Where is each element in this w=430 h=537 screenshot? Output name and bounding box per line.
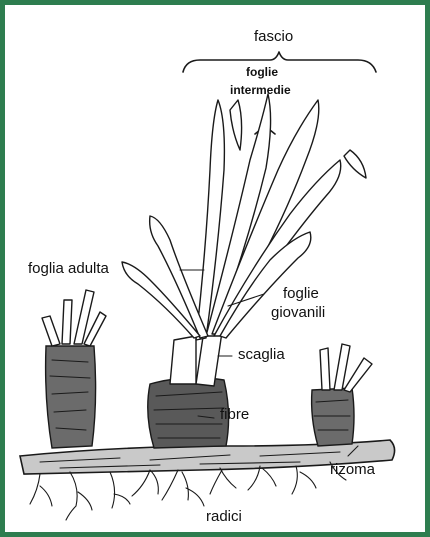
label-foglie-intermedie-line1: foglie [246, 66, 278, 79]
label-rizoma: rizoma [330, 462, 375, 478]
label-foglie-intermedie-line2: intermedie [230, 84, 291, 97]
label-foglie-giovanili-line2: giovanili [271, 305, 325, 321]
label-scaglia: scaglia [238, 347, 285, 363]
label-foglia-adulta: foglia adulta [28, 261, 109, 277]
fascio-brace [183, 52, 376, 72]
label-foglie-giovanili-line1: foglie [283, 286, 319, 302]
central-base [148, 330, 229, 448]
label-radici: radici [206, 509, 242, 525]
label-fascio: fascio [254, 29, 293, 45]
scaglia-shape [170, 336, 196, 384]
left-tuft [42, 290, 106, 448]
central-leaves [122, 94, 366, 340]
right-tuft [312, 344, 372, 446]
label-fibre: fibre [220, 407, 249, 423]
